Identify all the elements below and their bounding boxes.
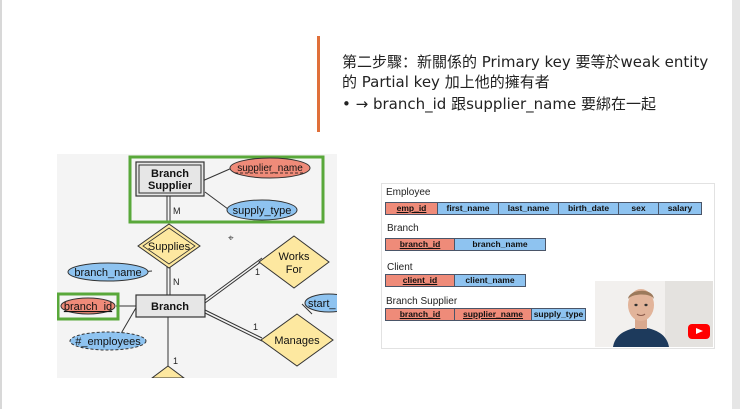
supplies-diamond-inner	[142, 227, 196, 265]
employee-col-sex: sex	[618, 202, 659, 215]
branch-id-label: branch_id	[64, 301, 112, 313]
weak-entity-highlight	[128, 155, 325, 224]
branch-col-branch-name: branch_name	[454, 238, 546, 251]
cursor-icon: ⌖	[228, 233, 234, 244]
card-one-works: 1	[255, 267, 260, 277]
employee-col-last-name: last_name	[498, 202, 559, 215]
branch-entity	[135, 294, 206, 318]
branch-id-highlight	[57, 292, 120, 321]
employee-col-birth-date: birth_date	[558, 202, 619, 215]
employee-col-salary: salary	[658, 202, 702, 215]
youtube-icon[interactable]	[688, 324, 710, 339]
presenter-face	[628, 289, 654, 321]
employee-col-emp-id: emp_id	[385, 202, 438, 215]
card-one-manages: 1	[253, 322, 258, 332]
start-attr-label: start_	[308, 298, 336, 310]
table-name-branch: Branch	[387, 223, 419, 234]
bullet-marker: •	[342, 95, 351, 113]
card-m: M	[173, 206, 181, 216]
manages-diamond	[260, 313, 334, 367]
branch-col-branch-id: branch_id	[385, 238, 455, 251]
supplies-label: Supplies	[148, 241, 191, 253]
er-diagram: Branch Supplier supplier_name supply_typ…	[57, 154, 337, 378]
slide-left-border	[0, 0, 2, 409]
weak-entity-inner	[138, 164, 202, 194]
branch-name-label: branch_name	[74, 267, 141, 279]
branch-supplier-col-supply-type: supply_type	[531, 308, 586, 321]
branch-supplier-col-supplier-name: supplier_name	[454, 308, 532, 321]
client-col-client-id: client_id	[385, 274, 455, 287]
weak-entity-line1: Branch	[151, 168, 189, 180]
lower-diamond	[151, 365, 185, 378]
presenter-shirt	[613, 327, 669, 347]
slide-right-border	[732, 0, 740, 409]
branch-entity-label: Branch	[151, 301, 189, 313]
branch-id-ellipse	[60, 297, 116, 315]
works-for-diamond	[258, 235, 330, 289]
employees-ellipse	[69, 331, 147, 351]
partial-key-label: supplier_name	[237, 163, 303, 174]
branch-name-ellipse	[67, 262, 149, 282]
employees-label: #_employees	[75, 336, 141, 348]
weak-entity-line2: Supplier	[148, 180, 193, 192]
table-name-client: Client	[387, 262, 413, 273]
table-name-employee: Employee	[386, 187, 431, 198]
supply-type-ellipse	[226, 199, 298, 221]
employee-col-first-name: first_name	[437, 202, 499, 215]
card-n: N	[173, 277, 180, 287]
supply-type-label: supply_type	[233, 205, 292, 217]
works-for-line2: For	[286, 264, 303, 276]
manages-label: Manages	[274, 335, 320, 347]
branch-supplier-col-branch-id: branch_id	[385, 308, 455, 321]
works-for-line1: Works	[279, 251, 310, 263]
presenter-webcam	[595, 281, 713, 347]
table-name-branch-supplier: Branch Supplier	[386, 296, 458, 307]
client-col-client-name: client_name	[454, 274, 526, 287]
bullet-point: • → branch_id 跟supplier_name 要綁在一起	[342, 94, 656, 114]
start-attr-ellipse	[304, 293, 337, 313]
accent-bar	[317, 36, 320, 132]
bullet-text: → branch_id 跟supplier_name 要綁在一起	[355, 95, 656, 113]
slide-heading: 第二步驟：新關係的 Primary key 要等於weak entity 的 P…	[342, 53, 709, 91]
card-one-lower: 1	[173, 356, 178, 366]
